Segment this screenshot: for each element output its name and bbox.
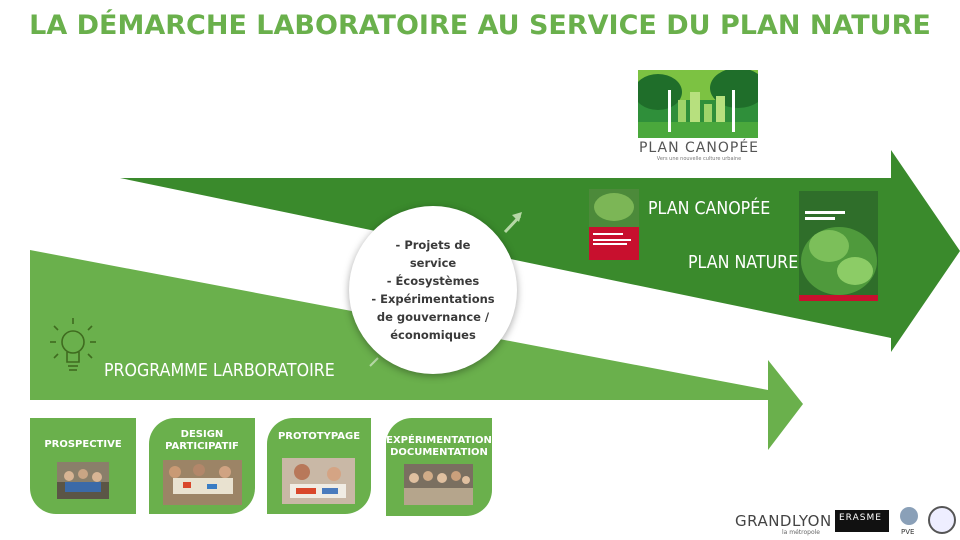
canopee-logo-subtitle: Vers une nouvelle culture urbaine	[656, 156, 742, 162]
circle-line: - Écosystèmes	[386, 274, 480, 288]
plan-canopee-logo	[634, 68, 766, 138]
erasme-logo-text: ERASME	[839, 513, 882, 523]
erasme-logo: ERASME	[835, 510, 889, 532]
tile-label-line: EXPÉRIMENTATION	[386, 435, 492, 446]
tile-label-line: PARTICIPATIF	[165, 441, 239, 452]
pve-logo-text: PVE	[901, 528, 915, 536]
programme-label: PROGRAMME LARBORATOIRE	[104, 360, 335, 381]
lightbulb-icon	[50, 318, 96, 371]
circle-line: - Expérimentations	[371, 292, 495, 306]
plan-nature-book-cover	[799, 191, 878, 301]
tile-label-line: DESIGN	[180, 429, 224, 440]
tile-label-line: PROSPECTIVE	[44, 439, 122, 450]
tile-experimentation: EXPÉRIMENTATION DOCUMENTATION	[386, 418, 492, 516]
canopee-logo-caption: PLAN CANOPÉE	[638, 140, 760, 156]
circle-line: - Projets de	[395, 238, 471, 252]
pve-logo-icon	[900, 507, 918, 525]
grandlyon-logo-text: GRANDLYON	[735, 512, 832, 530]
small-dash-marker	[369, 357, 379, 367]
tile-label-line: DOCUMENTATION	[390, 447, 488, 458]
circle-line: service	[409, 256, 457, 270]
tile-prospective: PROSPECTIVE	[30, 418, 136, 514]
tile-label: DESIGN PARTICIPATIF	[149, 429, 255, 453]
experimentation-photo	[404, 464, 473, 505]
plan-canopee-label: PLAN CANOPÉE	[648, 198, 771, 219]
tile-label: EXPÉRIMENTATION DOCUMENTATION	[386, 435, 492, 459]
plan-nature-label: PLAN NATURE	[688, 252, 799, 273]
tile-label: PROSPECTIVE	[30, 439, 136, 451]
circle-text: - Projets de service - Écosystèmes - Exp…	[359, 236, 507, 344]
design-photo	[163, 460, 242, 505]
circle-line: économiques	[390, 328, 476, 342]
tile-label: PROTOTYPAGE	[267, 431, 371, 443]
tile-design-participatif: DESIGN PARTICIPATIF	[149, 418, 255, 514]
prototypage-photo	[282, 458, 355, 504]
grandlyon-subtitle: la métropole	[782, 529, 820, 536]
outcomes-circle: - Projets de service - Écosystèmes - Exp…	[349, 206, 517, 374]
plan-nature-arrow	[120, 150, 960, 352]
page-title: LA DÉMARCHE LABORATOIRE AU SERVICE DU PL…	[29, 10, 931, 41]
plan-canopee-book-cover	[589, 189, 639, 260]
tile-prototypage: PROTOTYPAGE	[267, 418, 371, 514]
tile-label-line: PROTOTYPAGE	[277, 431, 361, 442]
circle-line: de gouvernance /	[376, 310, 490, 324]
grandlyon-logo: GRANDLYON	[735, 512, 832, 530]
urban-lab-logo-icon	[928, 506, 956, 534]
prospective-photo	[57, 462, 109, 499]
